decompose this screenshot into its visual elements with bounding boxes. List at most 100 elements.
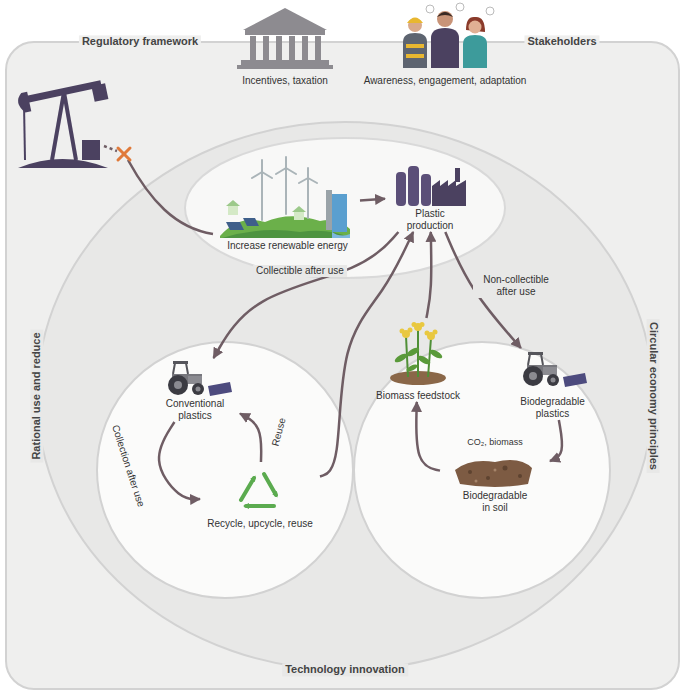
recycle-symbol (241, 474, 276, 506)
stakeholder-people-part (486, 7, 494, 15)
government-building-part (237, 65, 333, 69)
band-label: Stakeholders (524, 35, 599, 48)
principles-ring (37, 122, 653, 670)
renewable-energy-scene-part (228, 206, 238, 215)
stakeholder-people (403, 3, 494, 68)
edge-label: Collectible after use (253, 265, 347, 277)
plastic-factory-part (432, 180, 466, 206)
flow-arrow (240, 414, 261, 462)
stakeholder-people-part (437, 12, 453, 17)
icon-caption: Incentives, taxation (239, 75, 331, 87)
stop-cross-part (118, 148, 130, 160)
renewable-energy-scene-part-part (285, 157, 287, 168)
icon-caption: CO₂, biomass (464, 437, 526, 448)
stakeholder-people-part (469, 21, 482, 34)
renewable-energy-scene-part-part (307, 168, 309, 178)
government-building-part (250, 36, 256, 60)
flow-arrow (159, 422, 200, 499)
soil-chunk-part (518, 474, 522, 478)
plastic-factory-part (455, 168, 460, 182)
node-label: Biomass feedstock (376, 390, 460, 402)
recycle-symbol-part (264, 474, 276, 495)
oil-pump-part (52, 92, 64, 160)
fossil-stop-line-part (128, 160, 213, 234)
government-building-part (245, 30, 325, 35)
oil-pump-part-part (91, 83, 108, 102)
stakeholder-people-part (463, 35, 487, 68)
edge-label: Non-collectible after use (473, 274, 559, 298)
government-building-part (276, 36, 282, 60)
icon-caption: Awareness, engagement, adaptation (361, 75, 530, 87)
plastic-factory (396, 166, 466, 206)
government-building-part (289, 36, 295, 60)
stop-cross (118, 148, 130, 160)
tractor-conventional (168, 361, 232, 396)
government-building (237, 8, 333, 69)
renewable-energy-scene-part-part (286, 168, 296, 174)
stakeholder-people-part (406, 54, 424, 58)
collectible-circle (97, 342, 353, 598)
node-label: Increase renewable energy (227, 240, 348, 252)
recycle-symbol-part (241, 478, 254, 500)
flow-arrow (214, 232, 399, 358)
soil-chunk-part (494, 469, 497, 472)
tractor-biodegradable (523, 352, 587, 387)
biomass-plant (390, 322, 446, 385)
stakeholder-people-part (456, 3, 464, 11)
oil-pump-part-part (22, 80, 102, 103)
process-node: Recycle, upcycle, reuse (200, 462, 320, 530)
fossil-stop-line-part (104, 146, 117, 151)
government-building-part (241, 60, 329, 65)
process-node: Biodegradable in soil (440, 452, 550, 514)
stakeholder-people-part (403, 33, 427, 68)
renewable-energy-scene-part-part (285, 168, 287, 214)
stop-cross-part (118, 148, 130, 160)
government-building-part (243, 8, 327, 30)
regulatory-band (6, 42, 679, 689)
renewable-energy-scene-part-part (276, 168, 286, 174)
oil-pump-part (16, 75, 108, 117)
oil-pump-part (64, 92, 76, 160)
renewable-energy-scene-part-part (262, 172, 272, 178)
stakeholder-people-part (431, 28, 459, 68)
soil-chunk-part (475, 480, 478, 483)
process-node: Increase renewable energy (215, 158, 360, 252)
flow-arrow (416, 402, 440, 471)
band-label: Rational use and reduce (30, 329, 43, 462)
government-building-part (263, 36, 269, 60)
process-node: Plastic production (385, 160, 475, 232)
soil-chunk (455, 460, 532, 487)
flow-arrow (426, 232, 431, 318)
oil-pump (16, 75, 108, 168)
renewable-energy-scene-part-part (252, 172, 262, 178)
renewable-energy-scene-part (222, 230, 350, 238)
renewable-energy-scene-part-part (308, 178, 317, 183)
node-label: Recycle, upcycle, reuse (207, 518, 313, 530)
stakeholder-people-part (408, 18, 422, 32)
stakeholder-people-part (426, 5, 434, 13)
node-label: Biodegradable plastics (516, 396, 590, 420)
flow-arrow (550, 420, 562, 461)
renewable-energy-scene-part-part (261, 160, 263, 172)
recycle-symbol-part (246, 504, 274, 508)
renewable-energy-scene-part-part (307, 178, 309, 218)
process-node: Biodegradable plastics (505, 348, 600, 420)
renewable-energy-scene-part (226, 222, 244, 230)
plastic-factory-part (421, 174, 431, 206)
renewable-energy-scene-part (294, 212, 304, 220)
soil-chunk-part (503, 466, 508, 471)
renewable-energy-scene-part-part (261, 172, 263, 220)
plastic-factory-part (408, 166, 419, 206)
fossil-stop-line (104, 146, 213, 234)
oil-pump-part (82, 140, 100, 160)
renewable-energy-scene (220, 157, 350, 238)
flow-arrow (360, 199, 385, 201)
renewable-energy-scene-part (226, 200, 240, 206)
oil-pump-part (24, 104, 25, 160)
band-label: Circular economy principles (646, 319, 659, 473)
process-node: Biomass feedstock (368, 318, 468, 402)
renewable-energy-scene-part (332, 194, 347, 232)
soil-chunk-part (468, 470, 472, 474)
